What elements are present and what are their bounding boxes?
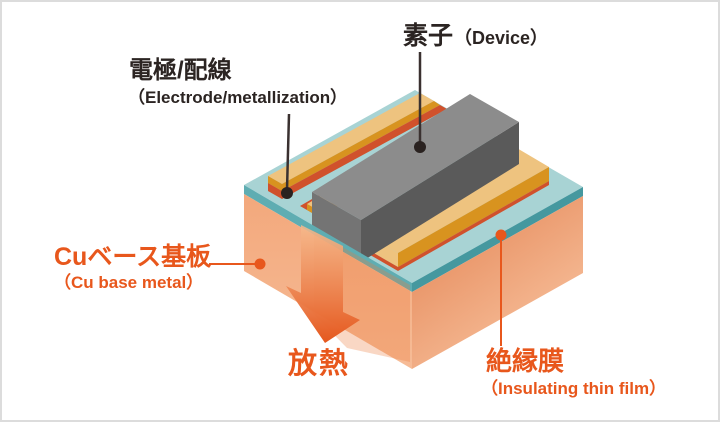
electrode-label-jp: 電極/配線 — [129, 57, 232, 84]
insulating-callout-dot — [495, 229, 507, 241]
device-callout-dot — [414, 141, 426, 153]
electrode-label: 電極/配線 — [129, 58, 232, 83]
insulating-label-jp: 絶縁膜 — [486, 346, 565, 376]
cu-base-label-jp: Cuベース基板 — [54, 243, 212, 271]
insulating-label-en: （Insulating thin film） — [481, 379, 667, 398]
electrode-label-en: （Electrode/metallization） — [128, 88, 348, 107]
cu-base-right-face — [412, 196, 583, 369]
insulating-film-right-band — [412, 187, 583, 292]
electrode-strip-right-side — [398, 167, 549, 267]
cu-base-label-en: （Cu base metal） — [54, 273, 204, 292]
electrode-strip-left-top — [268, 93, 434, 184]
device-label-jp: 素子 — [403, 22, 454, 50]
device-top-face — [312, 94, 519, 220]
electrode-strip-left-end — [268, 176, 282, 191]
heat-arrow — [286, 225, 360, 343]
electrode-strip-left — [268, 93, 447, 199]
device-label-en: （Device） — [454, 28, 549, 48]
cu-base-callout-dot — [254, 258, 266, 270]
device-box — [312, 94, 519, 262]
metallization-right-side — [398, 181, 549, 271]
device-end-face — [312, 192, 361, 262]
electrode-callout-dot — [281, 187, 293, 199]
electrode-callout-line — [285, 113, 291, 191]
metallization-left-end — [268, 183, 282, 199]
metallization-left-side — [282, 105, 447, 199]
electrode-strip-left-side — [282, 101, 440, 191]
device-side-face — [361, 122, 519, 262]
heat-label: 放熱 — [288, 348, 351, 380]
device-label: 素子 （Device） — [403, 22, 549, 50]
